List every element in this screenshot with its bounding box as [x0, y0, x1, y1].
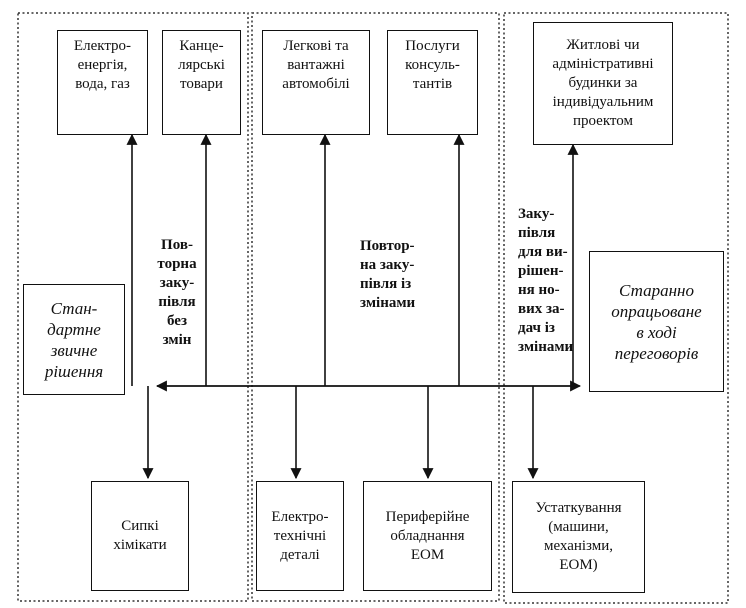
box-stationery: Канце- лярські товари — [162, 30, 241, 135]
box-buildings: Житлові чи адміністративні будинки за ін… — [533, 22, 673, 145]
box-electrical-parts: Електро- технічні деталі — [256, 481, 344, 591]
box-cars: Легкові та вантажні автомобілі — [262, 30, 370, 135]
box-consulting: Послуги консуль- тантів — [387, 30, 478, 135]
section-frame-right — [503, 12, 729, 604]
box-equipment: Устаткування (машини, механізми, ЕОМ) — [512, 481, 645, 593]
box-careful-negotiation: Старанно опрацьоване в ході переговорів — [589, 251, 724, 392]
section-frame-middle — [251, 12, 500, 602]
box-electricity: Електро- енергія, вода, газ — [57, 30, 148, 135]
box-chemicals: Сипкі хімікати — [91, 481, 189, 591]
box-standard-solution: Стан- дартне звичне рішення — [23, 284, 125, 395]
label-new-task-purchase: Заку- півля для ви- рішен- ня но- вих за… — [518, 206, 574, 355]
section-frame-left — [17, 12, 249, 602]
label-rebuy-with-changes: Повтор- на заку- півля із змінами — [360, 238, 416, 311]
label-rebuy-no-change: Пов- торна заку- півля без змін — [157, 237, 197, 348]
box-peripherals: Периферійне обладнання ЕОМ — [363, 481, 492, 591]
